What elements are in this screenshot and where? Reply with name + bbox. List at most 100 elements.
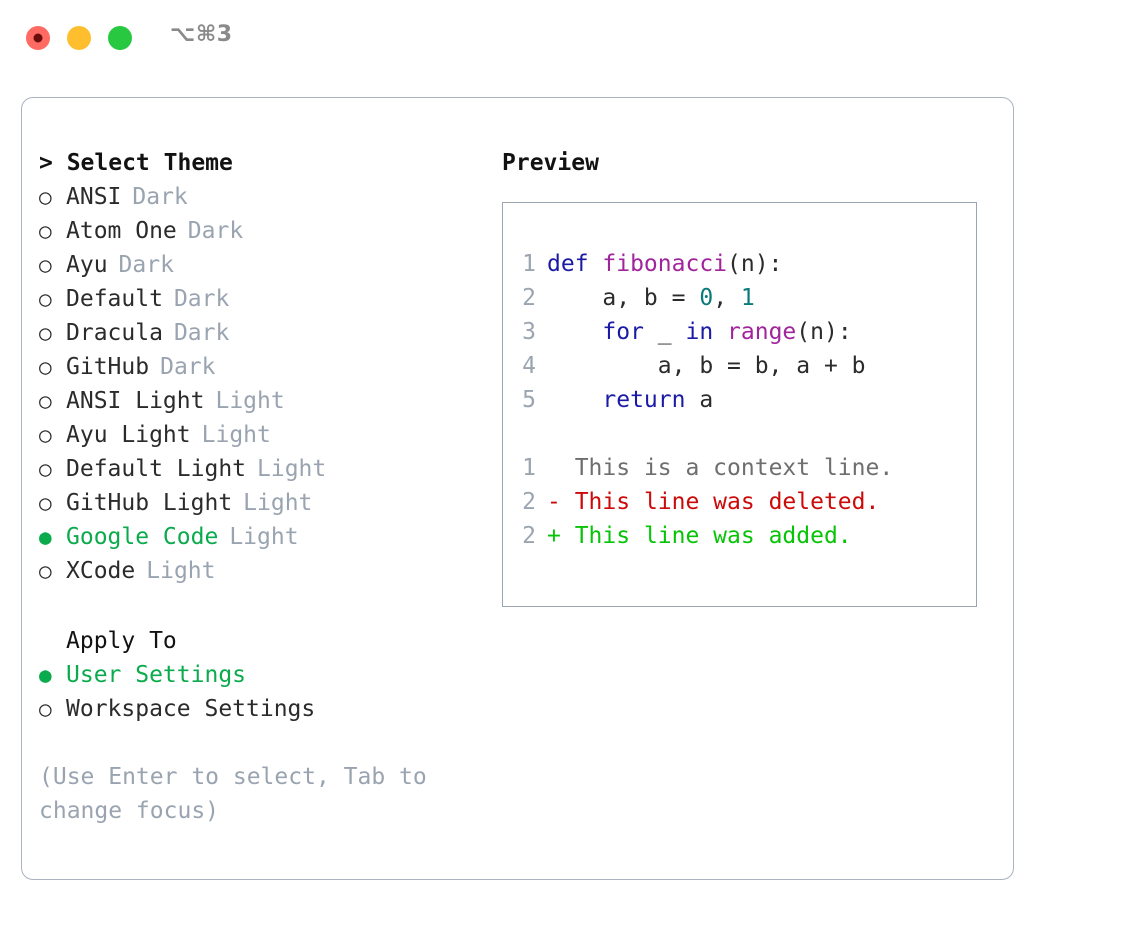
code-token-plain: a [685,387,714,413]
theme-option-label: XCode [66,558,136,584]
theme-option-variant-tag: Dark [173,286,230,312]
code-line-content: return a [547,383,713,417]
window-controls [26,26,132,50]
theme-option-label: Atom One [66,218,177,244]
apply-to-list[interactable]: ●User Settings○Workspace Settings [39,658,499,726]
apply-to-header: Apply To [66,628,177,654]
code-token-plain: , [713,285,741,311]
theme-option-label: Ayu [66,252,108,278]
apply-to-option-user-settings[interactable]: ●User Settings [39,658,499,692]
radio-unselected-icon: ○ [39,321,52,345]
code-token-plain: _ [643,319,686,345]
theme-option-label: Google Code [66,524,219,550]
theme-option-google-code[interactable]: ● Google Code Light [39,520,499,554]
radio-unselected-icon: ○ [39,355,52,379]
code-line: 2 a, b = 0, 1 [503,281,976,315]
theme-option-label: ANSI Light [66,388,205,414]
radio-unselected-icon: ○ [39,559,52,583]
diff-line-prefix: + [547,523,575,549]
code-token-kw: return [602,387,686,413]
theme-option-label: Default [66,286,163,312]
theme-option-variant-tag: Light [215,388,285,414]
code-token-plain [547,387,602,413]
radio-unselected-icon: ○ [39,389,52,413]
radio-unselected-icon: ○ [39,457,52,481]
diff-line-number: 1 [522,455,536,481]
code-token-kw: def [547,251,603,277]
diff-line-added: 2 + This line was added. [503,519,976,553]
minimize-button-icon[interactable] [67,26,91,50]
code-line-content: def fibonacci(n): [547,247,782,281]
radio-unselected-icon: ○ [39,185,52,209]
code-line-number: 2 [522,285,536,311]
theme-option-variant-tag: Dark [132,184,188,210]
theme-option-variant-tag: Dark [118,252,174,278]
code-line-content: for _ in range(n): [547,315,852,349]
code-token-num: 1 [740,285,755,311]
theme-option-github[interactable]: ○ GitHub Dark [39,350,499,384]
zoom-button-icon[interactable] [108,26,132,50]
code-line-number: 3 [522,319,536,345]
theme-option-ayu-light[interactable]: ○ Ayu Light Light [39,418,499,452]
code-line: 1 def fibonacci(n): [503,247,976,281]
title-bar: ⌥⌘3 [0,0,1140,78]
keyboard-shortcut-label: ⌥⌘3 [170,22,233,47]
apply-to-option-workspace-settings[interactable]: ○Workspace Settings [39,692,499,726]
radio-selected-icon: ● [39,663,52,687]
code-token-kw: for [602,319,644,345]
code-line: 4 a, b = b, a + b [503,349,976,383]
code-token-fn: fibonacci [602,251,728,277]
code-line: 5 return a [503,383,976,417]
radio-selected-icon: ● [39,525,52,549]
code-line: 3 for _ in range(n): [503,315,976,349]
close-button-icon[interactable] [26,26,50,50]
theme-option-label: Ayu Light [66,422,191,448]
code-token-plain: a, b = b, a + b [547,353,866,379]
theme-option-label: GitHub [66,354,150,380]
code-line-content: a, b = b, a + b [547,349,866,383]
theme-option-variant-tag: Dark [160,354,216,380]
theme-option-variant-tag: Light [229,524,299,550]
diff-line-content: This is a context line. [574,455,894,481]
diff-line-prefix: - [547,489,575,515]
code-token-fn: range [727,319,797,345]
code-token-num: 0 [699,285,714,311]
code-token-plain: a, b = [547,285,700,311]
code-line-number: 1 [522,251,536,277]
theme-list-header: > Select Theme [39,150,233,176]
theme-option-ansi-light[interactable]: ○ ANSI Light Light [39,384,499,418]
radio-unselected-icon: ○ [39,423,52,447]
code-token-plain: (n): [727,251,783,277]
diff-line-content: This line was deleted. [574,489,880,515]
preview-title: Preview [502,150,599,176]
theme-option-variant-tag: Dark [187,218,244,244]
diff-sample: 1 This is a context line. 2- This line wa… [503,451,976,553]
code-line-number: 5 [522,387,536,413]
theme-option-variant-tag: Dark [173,320,230,346]
apply-to-option-label: Workspace Settings [66,696,316,722]
theme-option-label: GitHub Light [66,490,233,516]
code-token-plain: (n): [796,319,852,345]
diff-line-number: 2 [522,523,536,549]
code-line-content: a, b = 0, 1 [547,281,755,315]
theme-option-xcode[interactable]: ○ XCode Light [39,554,499,588]
theme-option-ayu[interactable]: ○ Ayu Dark [39,248,499,282]
section-spacer [39,588,499,624]
radio-unselected-icon: ○ [39,253,52,277]
diff-line-content: This line was added. [574,523,852,549]
theme-option-variant-tag: Light [257,456,327,482]
theme-option-default[interactable]: ○ Default Dark [39,282,499,316]
theme-option-variant-tag: Light [201,422,271,448]
code-token-kw: in [685,319,714,345]
theme-option-variant-tag: Light [146,558,216,584]
radio-unselected-icon: ○ [39,287,52,311]
